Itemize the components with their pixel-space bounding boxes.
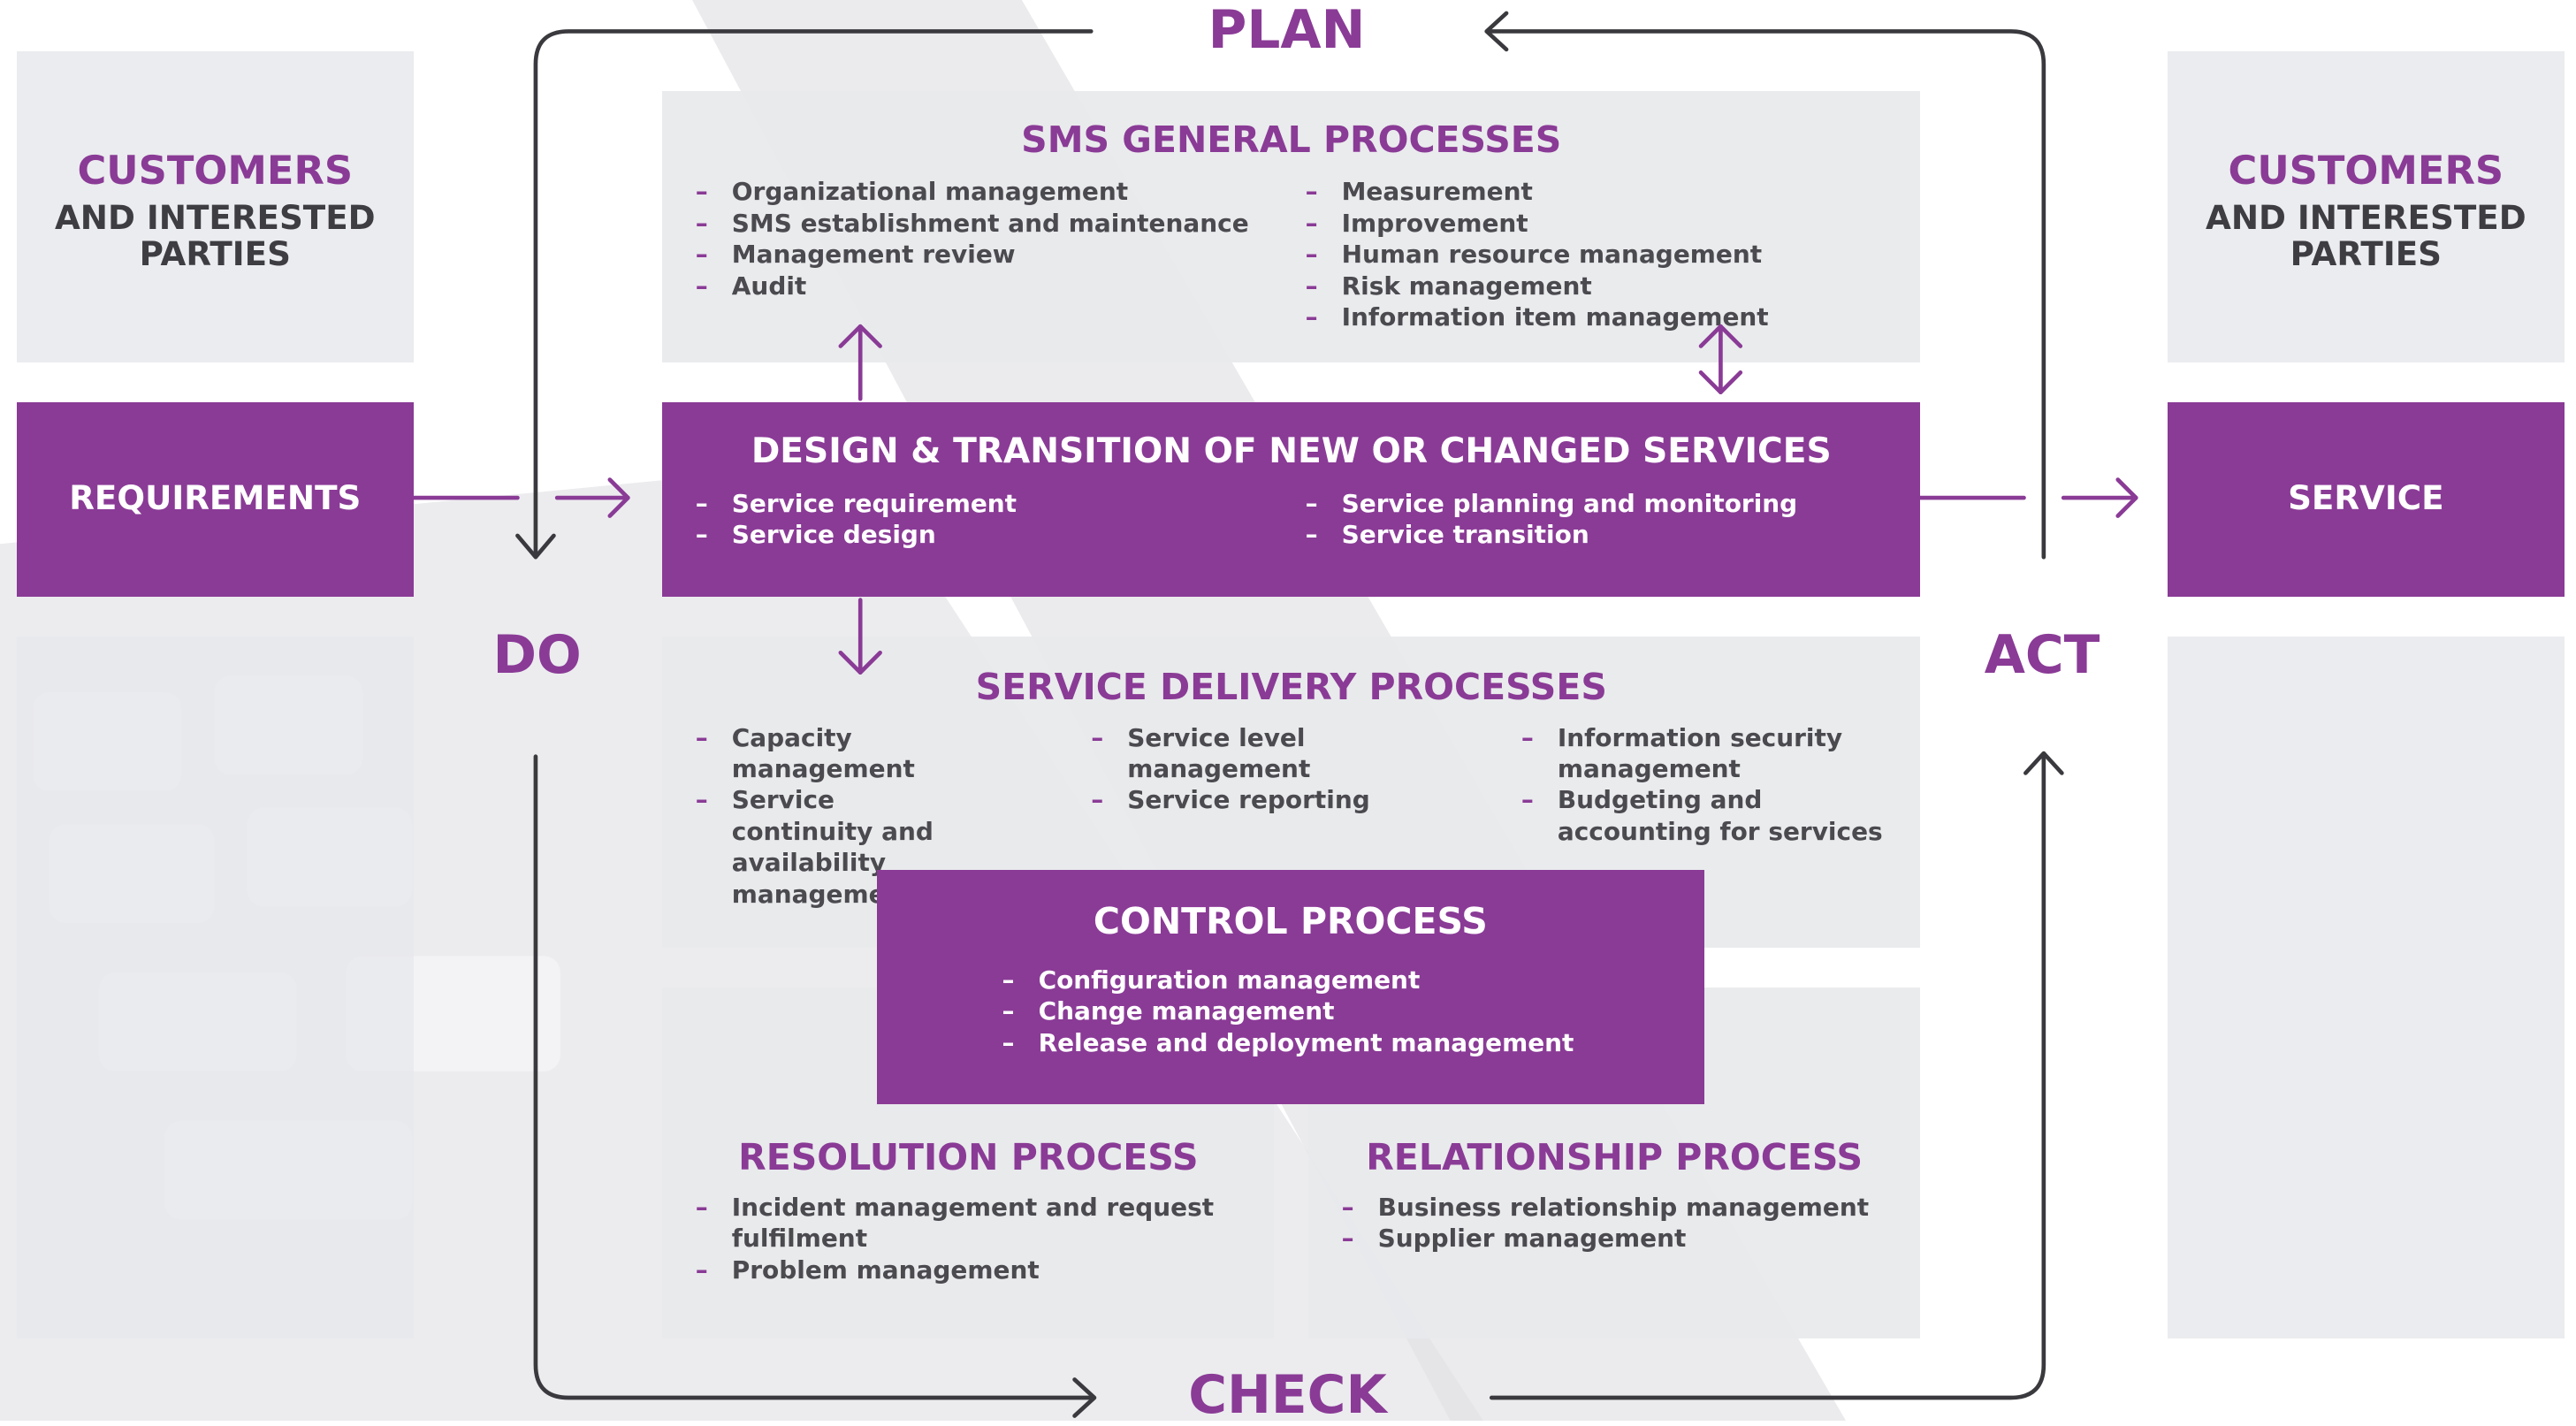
list-item: –Problem management (695, 1254, 1040, 1285)
do-label: DO (492, 624, 582, 686)
left-customers-subtitle: AND INTERESTED PARTIES (54, 197, 376, 273)
sms-general-processes-box: SMS GENERAL PROCESSES –Organizational ma… (662, 90, 1921, 363)
service-label: SERVICE (2288, 477, 2444, 517)
left-customers-box: CUSTOMERS AND INTERESTED PARTIES (16, 50, 414, 363)
sms-list-left: –Organizational management –SMS establis… (696, 176, 1249, 301)
list-item: –Service requirement (695, 488, 1017, 518)
delivery-list-2: –Service level management –Service repor… (1091, 722, 1486, 816)
relationship-list: –Business relationship management –Suppl… (1342, 1192, 1886, 1254)
list-item: –Improvement (1305, 208, 1528, 238)
list-item: –Measurement (1305, 177, 1533, 207)
list-item: –Configuration management (1002, 965, 1421, 995)
right-customers-title: CUSTOMERS (2228, 146, 2504, 194)
sms-title: SMS GENERAL PROCESSES (1021, 118, 1562, 162)
design-title: DESIGN & TRANSITION OF NEW OR CHANGED SE… (751, 431, 1832, 472)
list-item: –Budgeting and accounting for services (1520, 785, 1883, 846)
delivery-title: SERVICE DELIVERY PROCESSES (975, 666, 1607, 709)
list-item: –Incident management and request fulfilm… (695, 1192, 1215, 1254)
list-item: –Capacity management (695, 722, 915, 784)
service-box: SERVICE (2167, 401, 2565, 597)
resolution-title: RESOLUTION PROCESS (738, 1135, 1199, 1178)
right-customers-subtitle: AND INTERESTED PARTIES (2205, 197, 2526, 273)
design-list-right: –Service planning and monitoring –Servic… (1306, 488, 1798, 551)
list-item: –Risk management (1305, 271, 1592, 301)
control-title: CONTROL PROCESS (1093, 899, 1488, 942)
act-label: ACT (1984, 624, 2100, 686)
sms-list-right: –Measurement –Improvement –Human resourc… (1306, 176, 1769, 332)
list-item: –Business relationship management (1341, 1192, 1870, 1222)
list-item: –Service level management (1091, 722, 1311, 784)
design-transition-box: DESIGN & TRANSITION OF NEW OR CHANGED SE… (662, 401, 1921, 597)
list-item: –Management review (695, 240, 1016, 270)
relationship-title: RELATIONSHIP PROCESS (1366, 1135, 1863, 1178)
list-item: –Human resource management (1305, 240, 1763, 270)
list-item: –Service design (695, 520, 936, 550)
left-customers-title: CUSTOMERS (77, 146, 354, 194)
list-item: –SMS establishment and maintenance (695, 208, 1249, 238)
resolution-list: –Incident management and request fulfilm… (696, 1192, 1223, 1285)
list-item: –Supplier management (1341, 1224, 1687, 1254)
list-item: –Organizational management (695, 177, 1129, 207)
list-item: –Service reporting (1091, 785, 1370, 815)
control-list: –Configuration management –Change manage… (1002, 965, 1574, 1058)
control-process-box: CONTROL PROCESS –Configuration managemen… (876, 870, 1704, 1105)
requirements-label: REQUIREMENTS (69, 477, 362, 517)
list-item: –Change management (1002, 996, 1335, 1026)
requirements-box: REQUIREMENTS (16, 401, 414, 597)
list-item: –Information item management (1305, 302, 1769, 332)
list-item: –Release and deployment management (1002, 1027, 1574, 1057)
list-item: –Audit (695, 271, 807, 301)
design-list-left: –Service requirement –Service design (696, 488, 1017, 551)
plan-label: PLAN (1208, 0, 1366, 61)
left-empty-box (16, 636, 414, 1338)
right-empty-box (2167, 636, 2565, 1338)
right-customers-box: CUSTOMERS AND INTERESTED PARTIES (2167, 50, 2565, 363)
list-item: –Information security management (1520, 722, 1843, 784)
list-item: –Service planning and monitoring (1305, 488, 1798, 518)
delivery-list-3: –Information security management –Budget… (1521, 722, 1892, 848)
list-item: –Service transition (1305, 520, 1589, 550)
check-label: CHECK (1188, 1364, 1387, 1426)
